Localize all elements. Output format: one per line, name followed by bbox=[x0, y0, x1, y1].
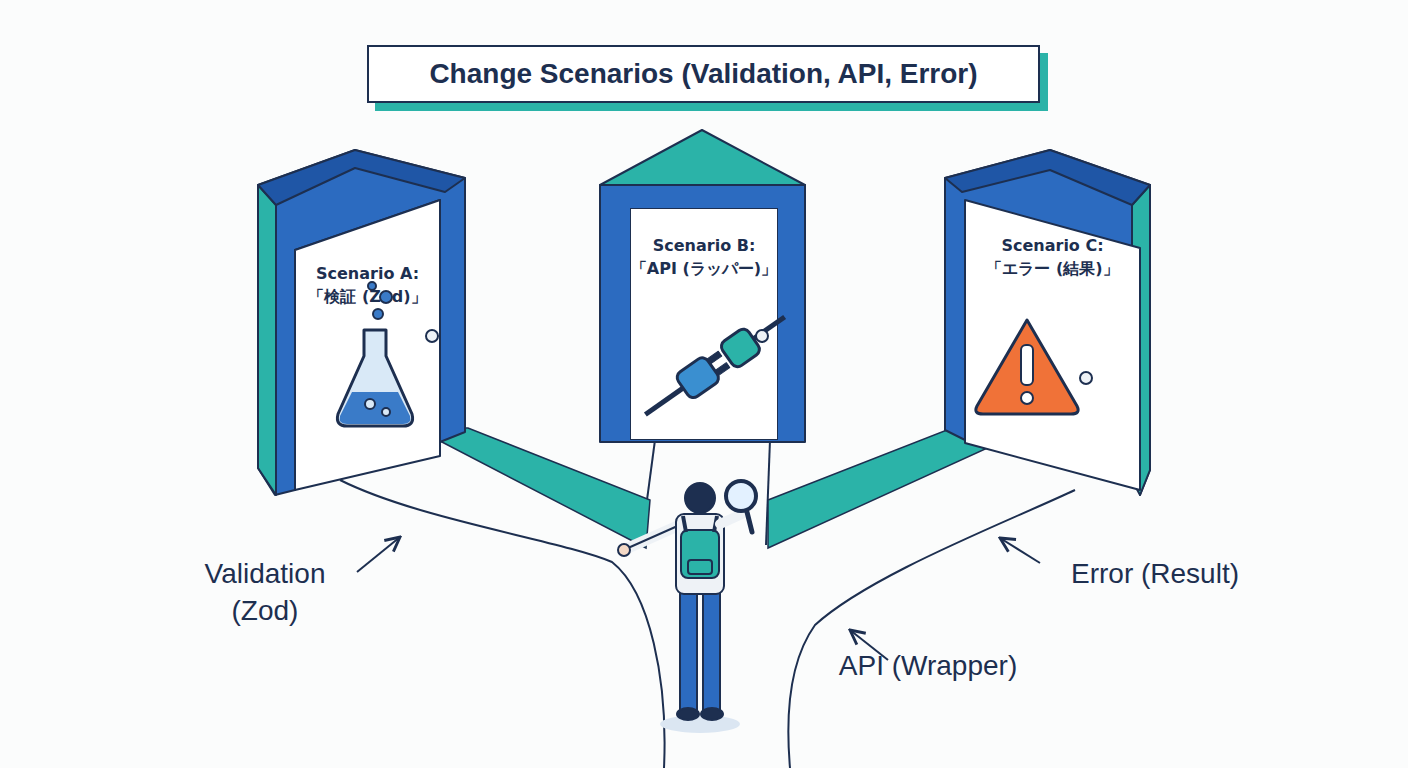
frame-side bbox=[258, 185, 276, 495]
bubble bbox=[373, 309, 383, 319]
magnifier-handle bbox=[747, 512, 752, 532]
door-frame bbox=[600, 130, 805, 442]
door-frame bbox=[258, 150, 465, 495]
cord bbox=[754, 317, 785, 339]
scenario-heading: Scenario B: bbox=[653, 234, 756, 257]
arm bbox=[628, 524, 682, 548]
warning-triangle bbox=[976, 320, 1078, 414]
backpack bbox=[681, 530, 719, 578]
flask-liquid bbox=[340, 392, 411, 424]
person-figure bbox=[618, 481, 756, 733]
bubble bbox=[382, 408, 390, 416]
door-panel: Scenario B:「API (ラッパー)」 bbox=[630, 208, 778, 440]
scenario-name: 「検証 (Zod)」 bbox=[308, 285, 426, 308]
floor-band bbox=[768, 428, 1005, 548]
plug-prong bbox=[707, 351, 722, 364]
path-label: API (Wrapper) bbox=[838, 648, 1018, 685]
door-panel: Scenario C:「エラー (結果)」 bbox=[960, 198, 1145, 493]
door-outline-layer bbox=[290, 198, 445, 493]
socket-body bbox=[719, 326, 762, 369]
leader-arrow bbox=[357, 537, 400, 572]
frame-face bbox=[945, 150, 1150, 495]
text-stack: Scenario C:「エラー (結果)」 bbox=[960, 234, 1145, 280]
frame-roof bbox=[600, 130, 805, 185]
leader-arrows bbox=[357, 537, 1040, 660]
leader-arrow bbox=[1000, 538, 1040, 563]
frame-top bbox=[258, 150, 465, 205]
walkway-lines bbox=[340, 440, 1075, 768]
title-box: Change Scenarios (Validation, API, Error… bbox=[367, 45, 1040, 103]
cord bbox=[645, 387, 684, 415]
torso bbox=[676, 514, 724, 594]
leg bbox=[703, 590, 720, 712]
door-panel: Scenario A:「検証 (Zod)」 bbox=[290, 198, 445, 493]
scenario-heading: Scenario A: bbox=[316, 262, 419, 285]
scenario-heading: Scenario C: bbox=[1001, 234, 1103, 257]
arm bbox=[720, 514, 742, 524]
shoe bbox=[701, 708, 723, 720]
flask-body bbox=[337, 330, 412, 426]
shadow bbox=[660, 715, 740, 733]
shoe bbox=[677, 708, 699, 720]
frame-face bbox=[600, 185, 805, 442]
text-stack: Scenario B:「API (ラッパー)」 bbox=[630, 234, 778, 280]
backpack-strap bbox=[714, 516, 717, 532]
warning-icon bbox=[976, 320, 1078, 414]
magnifier-lens bbox=[726, 481, 756, 511]
text-stack: Scenario A:「検証 (Zod)」 bbox=[290, 262, 445, 308]
exclamation-dot bbox=[1021, 392, 1033, 404]
hand bbox=[618, 544, 630, 556]
path-label: Validation (Zod) bbox=[170, 556, 360, 630]
floor-band bbox=[415, 428, 650, 548]
plug-prong bbox=[715, 363, 730, 376]
door-outline bbox=[965, 200, 1140, 490]
door-handle bbox=[756, 330, 768, 342]
bubble bbox=[380, 291, 392, 303]
door-handle bbox=[426, 330, 438, 342]
bubble bbox=[365, 399, 375, 409]
frame-face bbox=[258, 150, 465, 495]
backpack-pocket bbox=[688, 560, 712, 574]
door-frame bbox=[945, 150, 1150, 495]
bubble bbox=[368, 282, 376, 290]
exclamation-bar bbox=[1021, 345, 1033, 385]
plug-body bbox=[674, 355, 721, 400]
diagram-title: Change Scenarios (Validation, API, Error… bbox=[429, 58, 977, 90]
arm-outline bbox=[628, 524, 682, 548]
plug-icon bbox=[637, 305, 793, 427]
path-label: Error (Result) bbox=[1040, 556, 1270, 593]
leg bbox=[680, 590, 697, 712]
frame-top bbox=[945, 150, 1150, 205]
walkway-edge bbox=[788, 490, 1075, 768]
backpack-strap bbox=[683, 516, 686, 532]
scenario-name: 「API (ラッパー)」 bbox=[631, 257, 777, 280]
scenario-name: 「エラー (結果)」 bbox=[986, 257, 1118, 280]
door-outline bbox=[295, 200, 440, 490]
head bbox=[685, 483, 715, 513]
door-handle bbox=[1080, 372, 1092, 384]
flask-icon bbox=[337, 282, 412, 426]
door-outline bbox=[630, 208, 778, 440]
